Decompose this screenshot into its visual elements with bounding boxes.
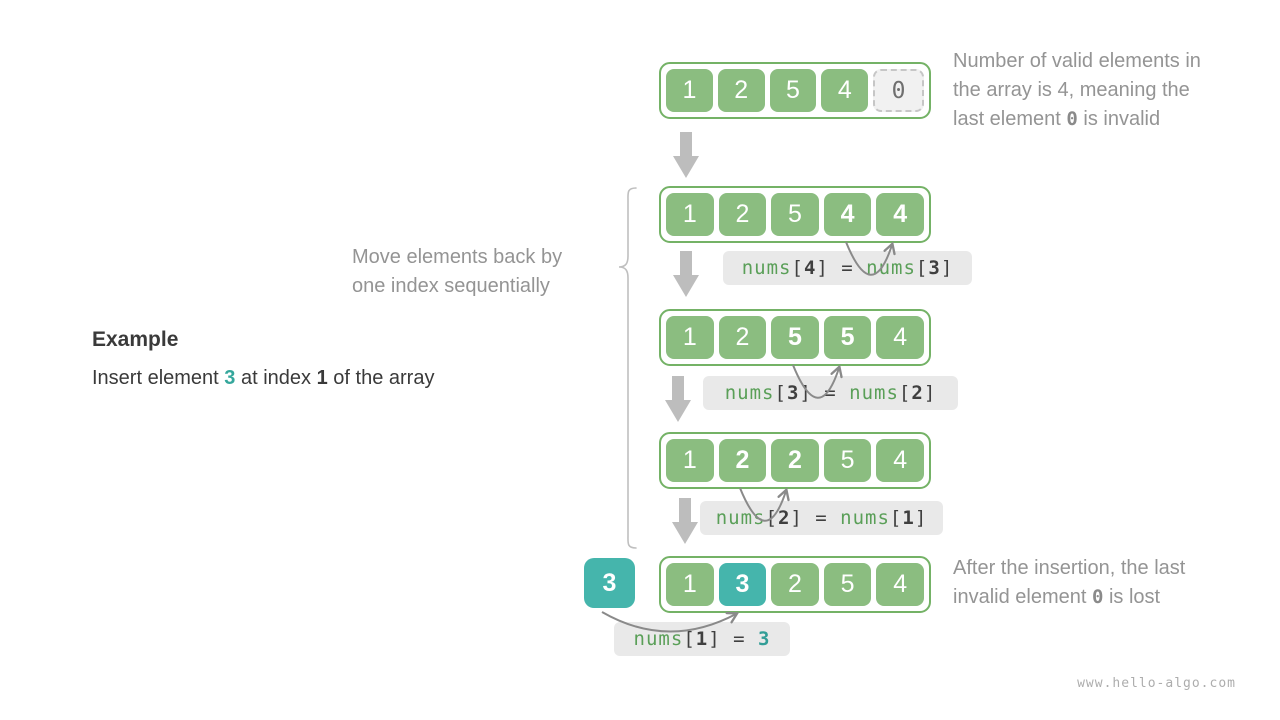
array-cell: 1	[666, 563, 714, 606]
move-note: Move elements back by one index sequenti…	[352, 243, 612, 301]
move-arc	[739, 487, 790, 522]
array-cell: 2	[717, 69, 765, 112]
array-cell: 2	[718, 316, 767, 359]
down-arrow-icon	[672, 498, 698, 544]
down-arrow-icon	[673, 251, 699, 297]
top-right-note-line3: last element 0 is invalid	[953, 108, 1161, 130]
move-note-line1: Move elements back by	[352, 246, 563, 268]
array-cell: 1	[666, 69, 713, 112]
array-cell-moved: 5	[823, 316, 872, 359]
array-cell: 5	[769, 69, 817, 112]
insert-arc	[601, 611, 740, 633]
array-cell: 4	[876, 563, 924, 606]
array-cell: 5	[823, 439, 872, 482]
move-arc	[792, 364, 843, 399]
array-cell-moved: 2	[718, 439, 767, 482]
inserted-cell: 3	[718, 563, 767, 606]
array-cell-moved: 4	[876, 193, 924, 236]
top-right-note: Number of valid elements in the array is…	[953, 47, 1258, 134]
array-cell-moved: 2	[771, 439, 819, 482]
top-right-note-line1: Number of valid elements in	[953, 50, 1201, 72]
invalid-cell: 0	[873, 69, 924, 112]
array-row-final: 1 3 2 5 4	[659, 556, 931, 613]
array-row-shift-3: 1 2 2 5 4	[659, 432, 931, 489]
bottom-right-note-line2: invalid element 0 is lost	[953, 586, 1161, 608]
array-row-shift-2: 1 2 5 5 4	[659, 309, 931, 366]
array-row-initial: 1 2 5 4 0	[659, 62, 931, 119]
down-arrow-icon	[673, 132, 699, 178]
inserted-element-cell: 3	[584, 558, 635, 608]
array-cell: 4	[876, 316, 924, 359]
brace-icon	[618, 187, 637, 549]
example-heading: Example	[92, 328, 179, 351]
array-row-shift-1: 1 2 5 4 4	[659, 186, 931, 243]
watermark: www.hello-algo.com	[1077, 676, 1236, 691]
array-cell: 4	[876, 439, 924, 482]
down-arrow-icon	[665, 376, 691, 422]
array-cell: 1	[666, 439, 714, 482]
code-label-2: nums[3] = nums[2]	[703, 376, 958, 410]
move-note-line2: one index sequentially	[352, 275, 550, 297]
code-label-3: nums[2] = nums[1]	[700, 501, 943, 535]
top-right-note-line2: the array is 4, meaning the	[953, 79, 1190, 101]
code-label-1: nums[4] = nums[3]	[723, 251, 972, 285]
array-cell: 4	[821, 69, 869, 112]
array-cell: 1	[666, 193, 714, 236]
example-description: Insert element 3 at index 1 of the array	[92, 367, 435, 389]
array-cell: 5	[771, 193, 819, 236]
move-arc	[845, 241, 896, 276]
array-cell: 1	[666, 316, 714, 359]
array-cell: 5	[823, 563, 872, 606]
bottom-right-note: After the insertion, the last invalid el…	[953, 554, 1258, 612]
array-cell-moved: 4	[823, 193, 872, 236]
bottom-right-note-line1: After the insertion, the last	[953, 557, 1186, 579]
array-cell-moved: 5	[771, 316, 819, 359]
array-cell: 2	[771, 563, 819, 606]
array-cell: 2	[718, 193, 767, 236]
